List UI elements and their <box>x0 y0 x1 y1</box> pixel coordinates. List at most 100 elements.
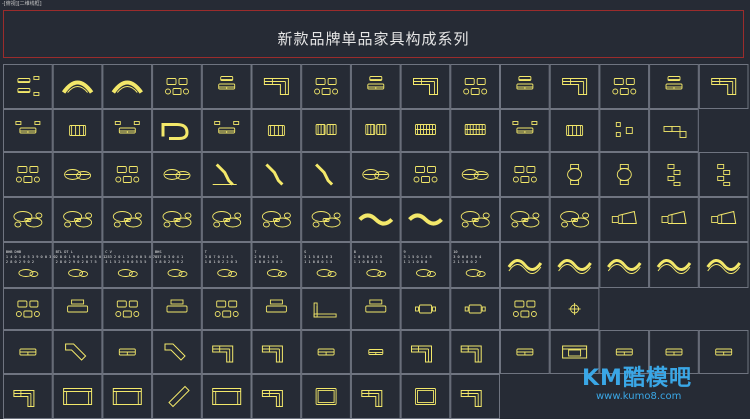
furniture-symbol[interactable] <box>315 388 337 405</box>
grid-cell[interactable] <box>251 64 302 109</box>
grid-cell[interactable] <box>500 242 550 288</box>
furniture-symbol[interactable] <box>265 163 284 186</box>
furniture-symbol[interactable] <box>568 303 581 315</box>
furniture-symbol[interactable] <box>711 78 737 95</box>
furniture-symbol[interactable] <box>17 76 40 96</box>
furniture-symbol[interactable] <box>261 390 283 407</box>
furniture-symbol[interactable] <box>63 388 93 405</box>
grid-cell[interactable] <box>301 288 351 330</box>
furniture-symbol[interactable] <box>665 348 683 356</box>
furniture-symbol[interactable] <box>218 76 236 90</box>
grid-cell[interactable] <box>52 64 103 109</box>
furniture-symbol[interactable] <box>214 121 240 134</box>
grid-cell[interactable] <box>301 152 351 197</box>
furniture-symbol[interactable] <box>61 80 94 94</box>
furniture-symbol[interactable] <box>261 345 283 363</box>
grid-cell[interactable] <box>400 242 451 288</box>
grid-cell[interactable] <box>102 64 153 109</box>
furniture-symbol[interactable] <box>118 348 136 356</box>
furniture-symbol[interactable] <box>265 299 287 313</box>
grid-cell[interactable] <box>3 109 53 152</box>
grid-cell[interactable] <box>549 64 600 109</box>
grid-cell[interactable] <box>549 288 600 330</box>
furniture-symbol[interactable] <box>516 348 534 356</box>
grid-cell[interactable] <box>649 109 699 152</box>
furniture-symbol[interactable] <box>163 169 191 180</box>
grid-cell[interactable] <box>201 330 252 374</box>
furniture-symbol[interactable] <box>212 163 237 186</box>
grid-cell[interactable] <box>152 330 202 374</box>
grid-cell[interactable] <box>201 242 252 288</box>
furniture-symbol[interactable] <box>706 259 741 274</box>
furniture-symbol[interactable] <box>562 78 588 95</box>
furniture-symbol[interactable] <box>261 211 291 228</box>
grid-cell[interactable] <box>500 330 550 374</box>
furniture-symbol[interactable] <box>214 300 239 318</box>
grid-cell[interactable] <box>450 242 500 288</box>
furniture-symbol[interactable] <box>212 388 242 405</box>
furniture-symbol[interactable] <box>362 169 390 180</box>
furniture-symbol[interactable] <box>415 304 436 314</box>
furniture-symbol[interactable] <box>460 211 490 228</box>
grid-cell[interactable] <box>400 64 451 109</box>
grid-cell[interactable] <box>251 330 302 374</box>
grid-cell[interactable] <box>152 242 202 288</box>
furniture-symbol[interactable] <box>112 211 142 228</box>
furniture-symbol[interactable] <box>567 164 583 185</box>
furniture-symbol[interactable] <box>413 78 438 95</box>
grid-cell[interactable] <box>301 197 351 242</box>
grid-cell[interactable] <box>599 64 650 109</box>
furniture-symbol[interactable] <box>313 302 337 318</box>
grid-cell[interactable] <box>102 109 153 152</box>
grid-cell[interactable] <box>152 64 202 109</box>
grid-cell[interactable] <box>698 197 749 242</box>
grid-cell[interactable] <box>500 152 550 197</box>
grid-cell[interactable] <box>350 330 401 374</box>
furniture-symbol[interactable] <box>65 343 87 361</box>
furniture-symbol[interactable] <box>164 343 186 361</box>
furniture-symbol[interactable] <box>315 124 337 135</box>
furniture-symbol[interactable] <box>557 259 592 274</box>
furniture-symbol[interactable] <box>112 388 142 405</box>
furniture-symbol[interactable] <box>19 348 37 356</box>
grid-cell[interactable] <box>649 330 699 374</box>
grid-cell[interactable] <box>599 197 650 242</box>
furniture-symbol[interactable] <box>212 211 242 228</box>
furniture-symbol[interactable] <box>115 166 140 183</box>
grid-cell[interactable] <box>350 152 401 197</box>
grid-cell[interactable] <box>450 288 500 330</box>
furniture-symbol[interactable] <box>13 211 43 228</box>
grid-cell[interactable] <box>102 374 153 419</box>
furniture-symbol[interactable] <box>510 211 540 228</box>
grid-cell[interactable] <box>52 330 103 374</box>
furniture-symbol[interactable] <box>67 299 89 313</box>
grid-cell[interactable] <box>400 152 451 197</box>
grid-cell[interactable] <box>450 330 500 374</box>
furniture-symbol[interactable] <box>15 166 40 183</box>
grid-cell[interactable] <box>400 330 451 374</box>
grid-cell[interactable] <box>52 152 103 197</box>
furniture-symbol[interactable] <box>464 124 486 135</box>
furniture-symbol[interactable] <box>115 300 140 318</box>
grid-cell[interactable] <box>3 64 53 109</box>
furniture-symbol[interactable] <box>263 78 289 95</box>
grid-cell[interactable] <box>102 197 153 242</box>
viewport-label[interactable]: -[俯视][二维线框] <box>2 1 42 7</box>
grid-cell[interactable] <box>102 288 153 330</box>
grid-cell[interactable] <box>102 152 153 197</box>
grid-cell[interactable] <box>201 288 252 330</box>
grid-cell[interactable] <box>201 64 252 109</box>
grid-cell[interactable] <box>549 152 600 197</box>
furniture-symbol[interactable] <box>463 78 488 95</box>
furniture-symbol[interactable] <box>663 126 687 138</box>
furniture-symbol[interactable] <box>512 121 538 134</box>
grid-cell[interactable] <box>450 152 500 197</box>
furniture-symbol[interactable] <box>413 166 438 183</box>
grid-cell[interactable] <box>201 152 252 197</box>
grid-cell[interactable] <box>52 374 103 419</box>
grid-cell[interactable] <box>599 330 650 374</box>
grid-cell[interactable] <box>549 242 600 288</box>
grid-cell[interactable] <box>500 64 550 109</box>
furniture-symbol[interactable] <box>415 388 436 405</box>
